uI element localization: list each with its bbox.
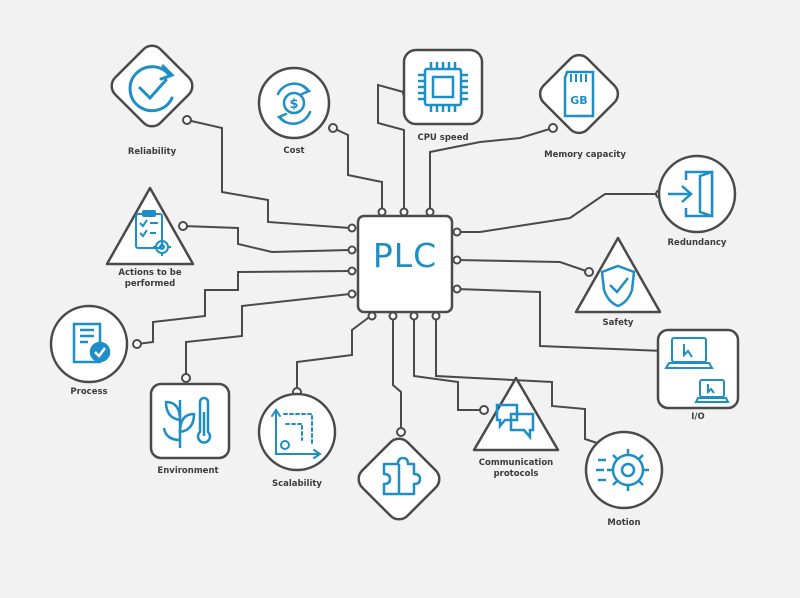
connector-redundancy bbox=[457, 193, 660, 233]
dollar-cycle-icon: $ bbox=[276, 82, 312, 125]
door-exit-icon bbox=[668, 170, 714, 218]
label-communication-protocols: Communication protocols bbox=[446, 458, 586, 480]
node-reliability bbox=[110, 44, 194, 128]
connector-environment bbox=[185, 293, 351, 378]
connector-process bbox=[136, 270, 351, 345]
connector-scalability bbox=[296, 314, 373, 392]
node-safety bbox=[574, 236, 662, 314]
plc-title: PLC bbox=[372, 236, 438, 275]
label-io: I/O bbox=[691, 412, 705, 422]
node-redundancy bbox=[657, 154, 737, 234]
label-motion: Motion bbox=[607, 518, 641, 528]
connector-actions bbox=[182, 225, 351, 254]
gear-icon bbox=[596, 449, 649, 491]
label-redundancy: Redundancy bbox=[667, 238, 727, 248]
document-check-icon bbox=[72, 322, 111, 364]
connectors bbox=[136, 83, 665, 446]
node-integration bbox=[357, 437, 441, 521]
connector-cpu bbox=[377, 83, 408, 214]
node-communication-protocols bbox=[472, 376, 560, 452]
scalability-icon bbox=[271, 408, 322, 459]
chat-bubbles-icon bbox=[495, 403, 535, 441]
puzzle-icon bbox=[382, 456, 422, 496]
connector-safety bbox=[456, 259, 590, 273]
label-actions-line-1: Actions to be bbox=[118, 268, 182, 278]
plc-chip bbox=[356, 214, 454, 314]
label-cpu-speed: CPU speed bbox=[417, 133, 469, 143]
label-actions: Actions to be performed bbox=[80, 268, 220, 290]
connector-comm bbox=[413, 316, 484, 411]
label-memory-capacity: Memory capacity bbox=[544, 150, 626, 160]
svg-text:$: $ bbox=[289, 97, 298, 112]
connector-puzzle bbox=[392, 316, 402, 432]
label-actions-line-2: performed bbox=[124, 279, 176, 289]
node-cpu-speed bbox=[402, 48, 484, 126]
checkmark-cycle-icon bbox=[128, 64, 175, 113]
connector-motion bbox=[435, 316, 604, 446]
node-memory-capacity: GB bbox=[538, 53, 620, 135]
label-reliability: Reliability bbox=[127, 147, 177, 157]
label-communication-line-2: protocols bbox=[493, 469, 539, 479]
connector-reliability bbox=[186, 119, 351, 229]
connector-io bbox=[456, 288, 665, 352]
laptops-icon bbox=[664, 337, 730, 403]
label-cost: Cost bbox=[283, 146, 305, 156]
label-environment: Environment bbox=[157, 466, 219, 476]
memory-card-icon: GB bbox=[563, 70, 595, 118]
connector-memory bbox=[429, 127, 554, 214]
connector-cost bbox=[332, 127, 383, 214]
node-scalability bbox=[257, 392, 337, 472]
clipboard-gear-icon bbox=[135, 210, 171, 256]
svg-text:GB: GB bbox=[570, 94, 587, 107]
node-io bbox=[656, 328, 740, 410]
label-process: Process bbox=[70, 387, 108, 397]
cpu-chip-icon bbox=[418, 62, 468, 112]
node-process bbox=[49, 304, 129, 384]
label-communication-line-1: Communication bbox=[478, 458, 554, 468]
label-scalability: Scalability bbox=[272, 479, 322, 489]
node-environment bbox=[149, 382, 231, 460]
plant-thermometer-icon bbox=[162, 396, 212, 448]
node-motion bbox=[584, 430, 664, 510]
node-cost: $ bbox=[257, 66, 331, 140]
node-actions bbox=[105, 186, 195, 266]
label-safety: Safety bbox=[602, 318, 634, 328]
shield-check-icon bbox=[600, 264, 636, 308]
